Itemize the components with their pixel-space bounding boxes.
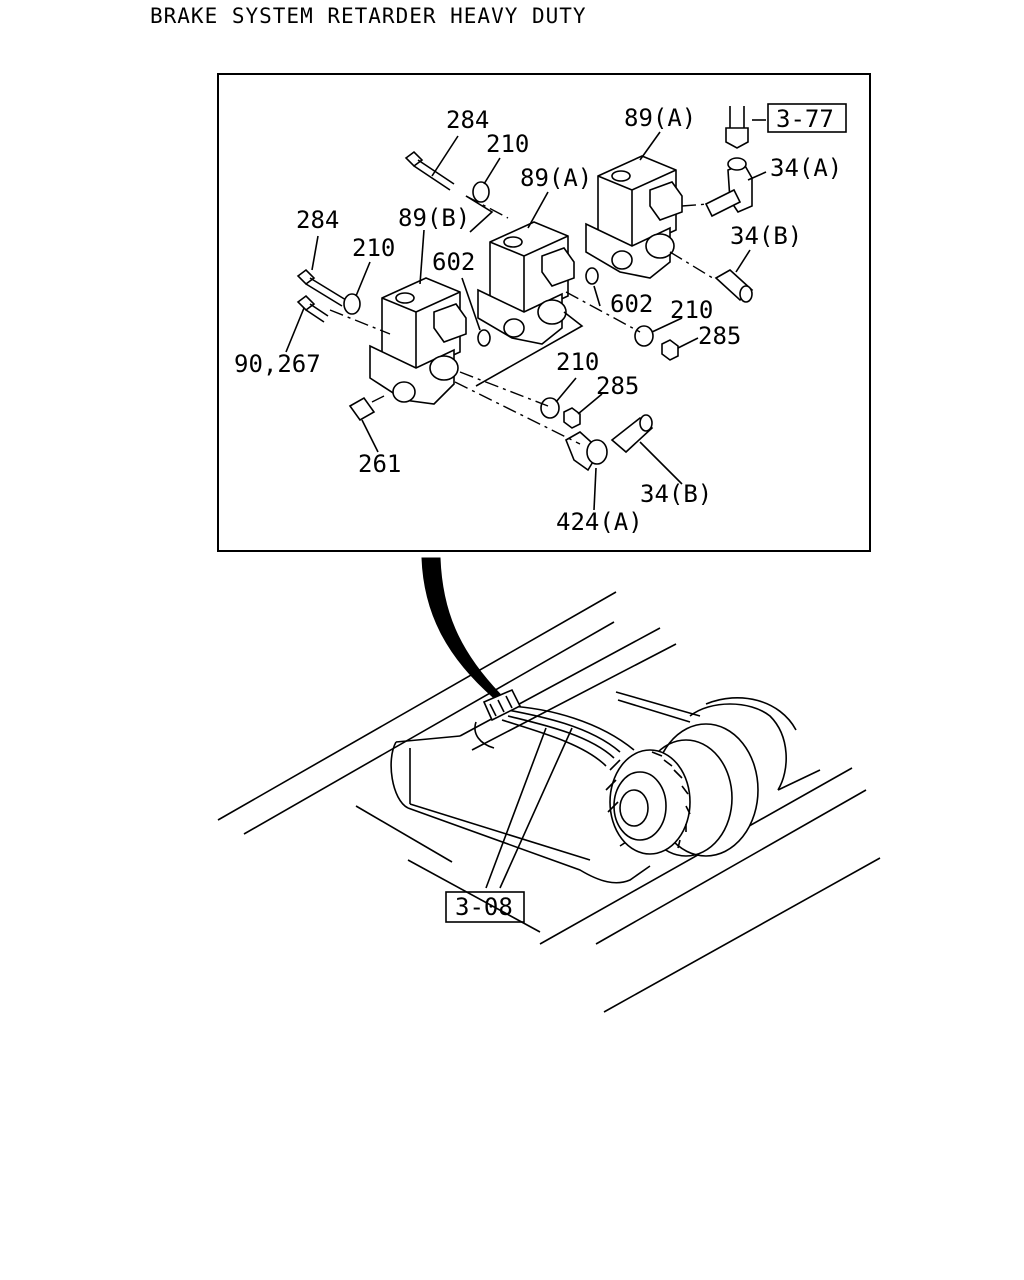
label-602-right: 602 bbox=[610, 290, 653, 318]
ref-box-3-08 bbox=[445, 891, 525, 923]
nut-285-bottom bbox=[563, 407, 581, 429]
valve-89a-middle bbox=[477, 221, 575, 345]
detail-pointer bbox=[421, 557, 501, 699]
elbow-424a bbox=[564, 431, 608, 472]
label-285-right: 285 bbox=[698, 322, 741, 350]
label-602-left: 602 bbox=[432, 248, 475, 276]
ref-label-3-08: 3-08 bbox=[455, 893, 513, 921]
wiring-harness bbox=[482, 688, 635, 767]
valve-89a-rear bbox=[585, 155, 683, 279]
label-34b-upper: 34(B) bbox=[730, 222, 802, 250]
label-210-bottom: 210 bbox=[556, 348, 599, 376]
label-89a-middle: 89(A) bbox=[520, 164, 592, 192]
label-285-bottom: 285 bbox=[596, 372, 639, 400]
fitting-34a bbox=[704, 157, 753, 218]
valve-89b-front bbox=[369, 277, 467, 405]
washer-210-upper bbox=[472, 181, 490, 203]
fitting-34b-lower bbox=[610, 414, 654, 454]
bolt-3-77 bbox=[725, 106, 749, 149]
oring-602-left bbox=[477, 329, 491, 347]
washer-210-lower bbox=[343, 293, 361, 315]
oring-602-right bbox=[585, 267, 599, 285]
plug-261 bbox=[348, 396, 376, 422]
washer-210-right bbox=[634, 325, 654, 347]
label-210-lower: 210 bbox=[352, 234, 395, 262]
bolt-284-upper bbox=[404, 150, 455, 191]
bolt-90-267 bbox=[296, 294, 329, 323]
label-90-267: 90,267 bbox=[234, 350, 321, 378]
chassis-frame bbox=[217, 591, 881, 1013]
label-284-upper: 284 bbox=[446, 106, 489, 134]
bolt-284-lower bbox=[296, 268, 347, 307]
label-210-right: 210 bbox=[670, 296, 713, 324]
washer-210-bottom bbox=[540, 397, 560, 419]
label-34a: 34(A) bbox=[770, 154, 842, 182]
leader-3-08 bbox=[485, 727, 573, 889]
detail-frame bbox=[217, 73, 871, 552]
label-261: 261 bbox=[358, 450, 401, 478]
nut-285-right bbox=[661, 339, 679, 361]
leader-lines bbox=[285, 119, 767, 511]
ref-label-3-77: 3-77 bbox=[776, 105, 834, 133]
ref-box-3-77 bbox=[767, 103, 847, 133]
label-424a: 424(A) bbox=[556, 508, 643, 536]
page-title: BRAKE SYSTEM RETARDER HEAVY DUTY bbox=[150, 4, 587, 28]
label-210-upper: 210 bbox=[486, 130, 529, 158]
label-34b-lower: 34(B) bbox=[640, 480, 712, 508]
retarder-drum bbox=[605, 723, 759, 857]
assembly-lines bbox=[329, 195, 717, 445]
label-89b: 89(B) bbox=[398, 204, 470, 232]
label-284-lower: 284 bbox=[296, 206, 339, 234]
fitting-34b-upper bbox=[714, 269, 754, 303]
label-89a-rear: 89(A) bbox=[624, 104, 696, 132]
